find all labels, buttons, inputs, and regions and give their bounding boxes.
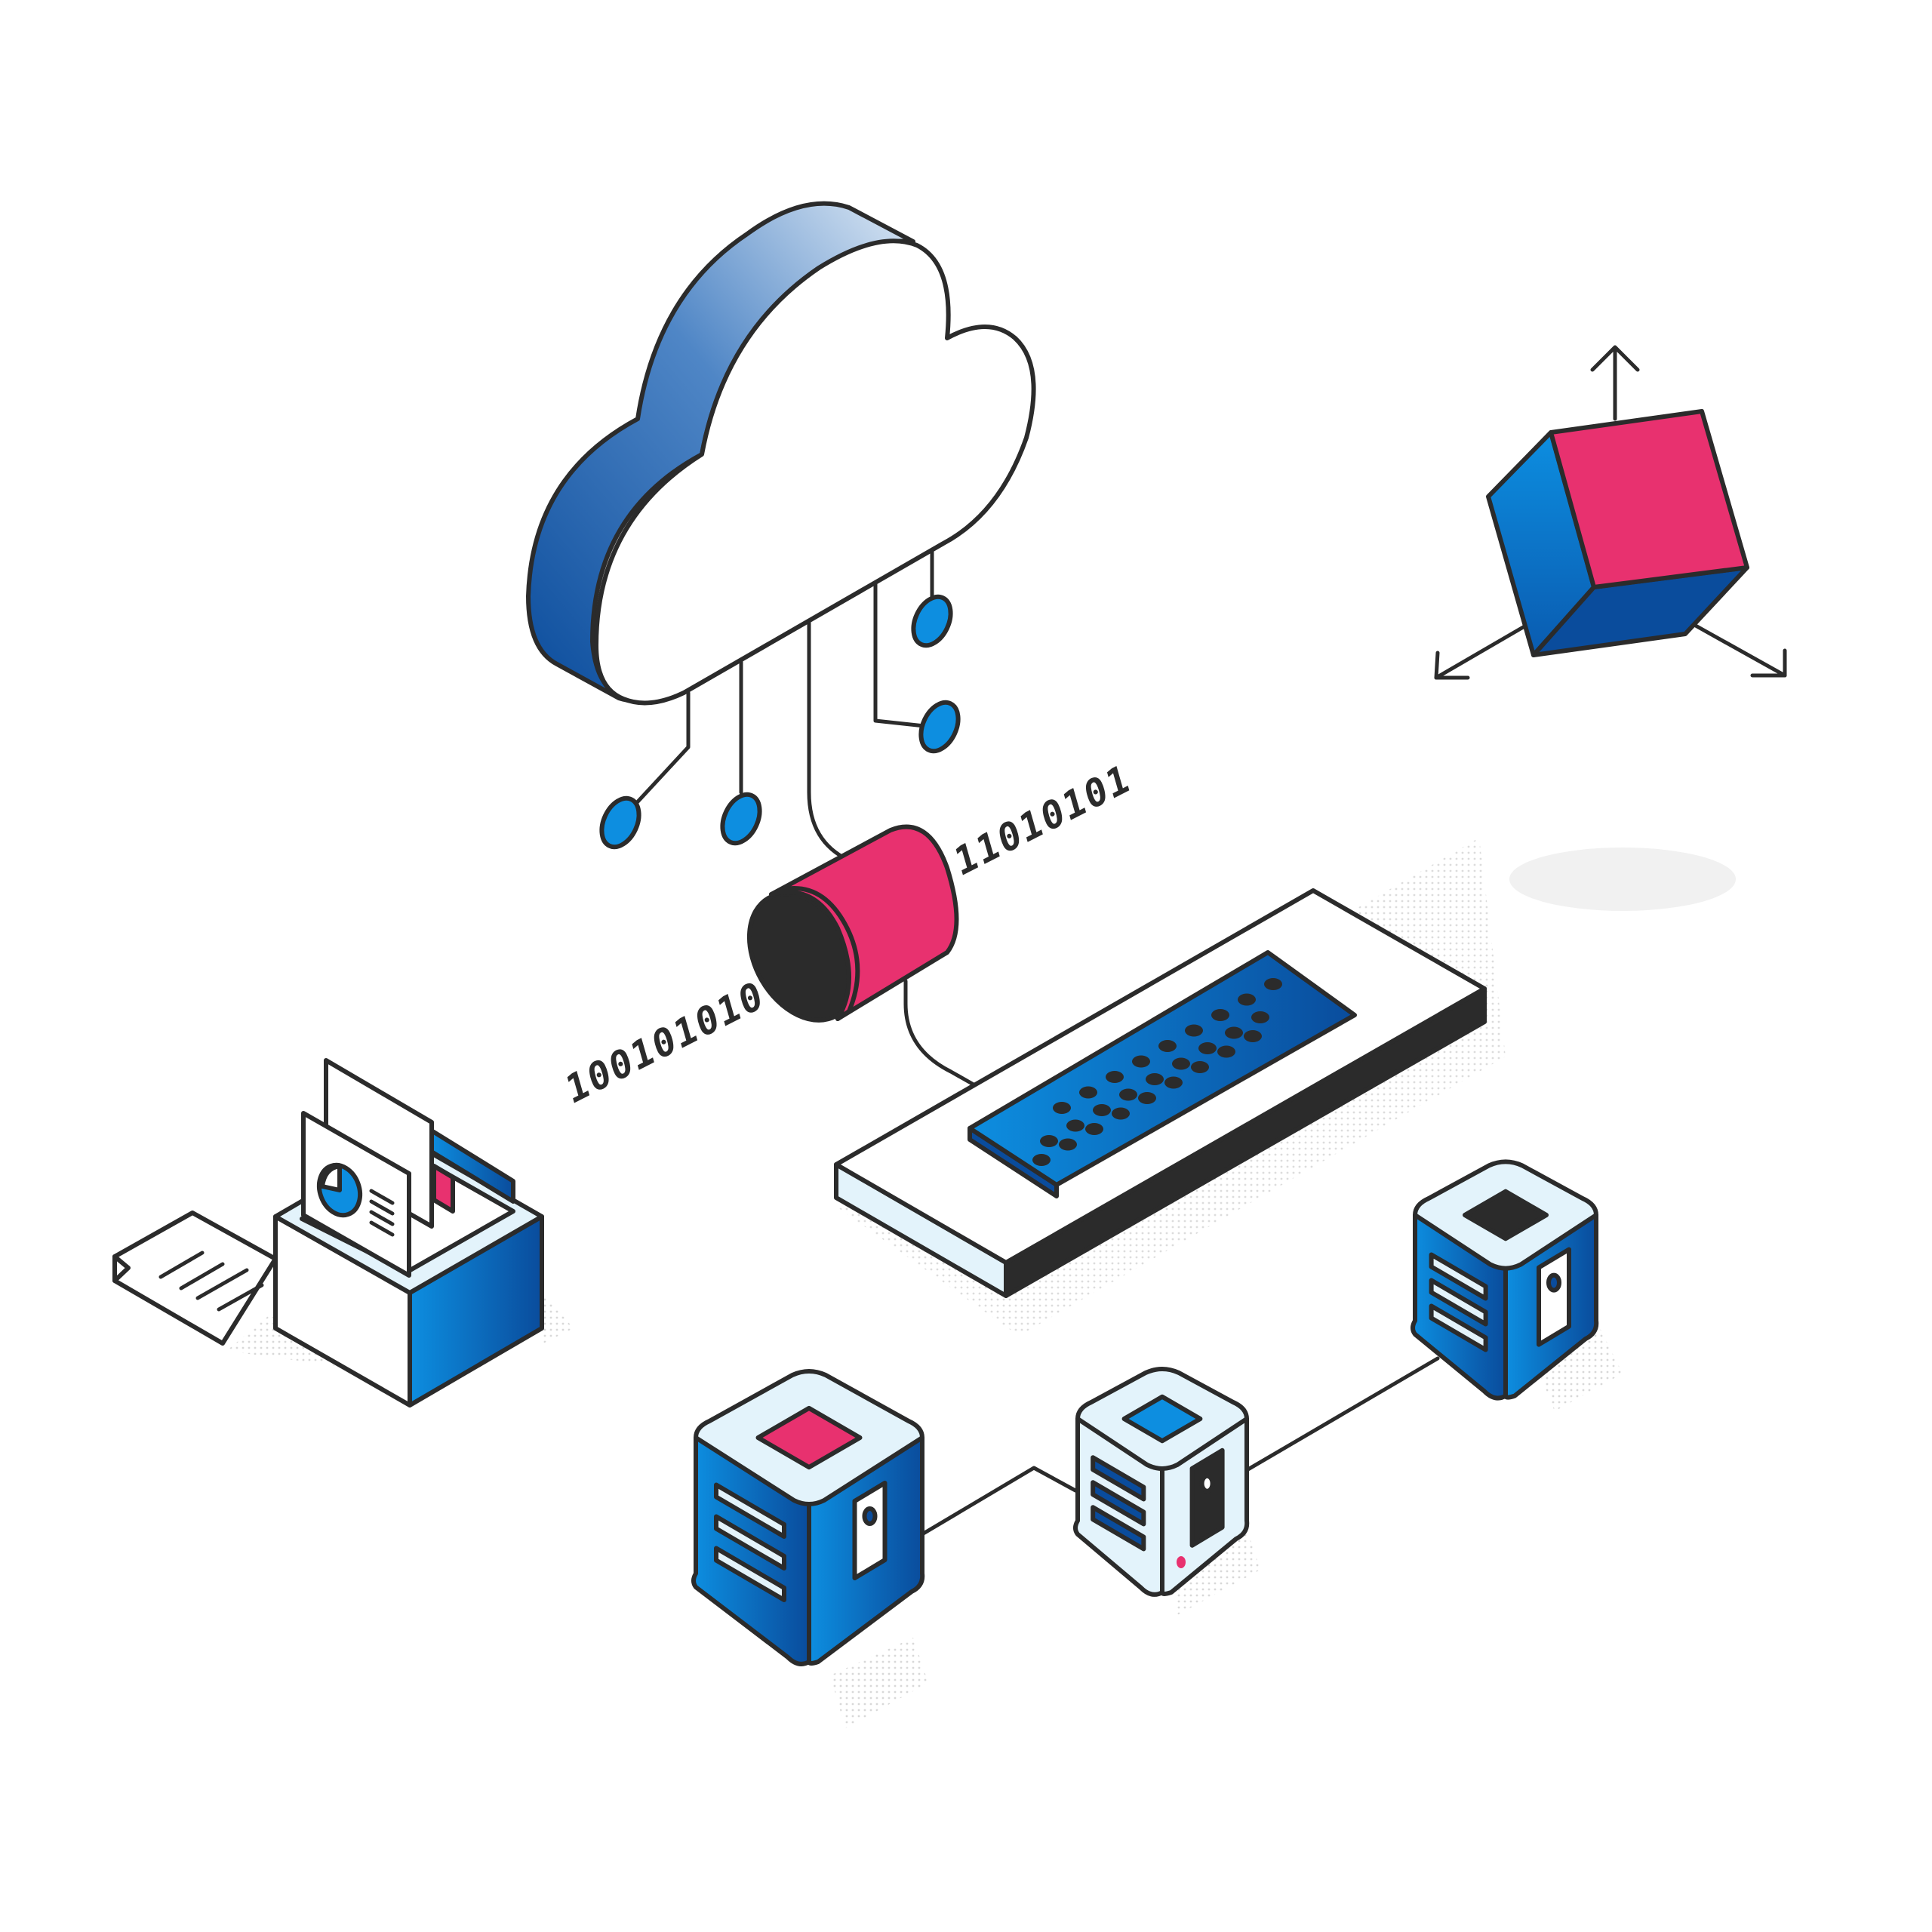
server-icon: [1411, 1159, 1599, 1401]
cylinder-rim: [769, 886, 860, 1021]
axes: [1434, 345, 1787, 680]
server-vent: [714, 1546, 786, 1602]
key: [1172, 1057, 1190, 1070]
key: [1079, 1086, 1097, 1099]
server-vent: [1091, 1480, 1146, 1527]
key: [1164, 1076, 1183, 1089]
key: [1238, 993, 1256, 1006]
key: [1158, 1040, 1177, 1052]
server-top-slot: [1121, 1394, 1203, 1444]
network-node: [599, 795, 641, 850]
network-node: [911, 594, 953, 648]
keys: [1032, 978, 1282, 1166]
key: [1106, 1071, 1124, 1083]
server-indicator: [862, 1506, 878, 1526]
server-door: [1189, 1447, 1225, 1548]
server-vent: [714, 1514, 786, 1571]
network-node: [720, 792, 762, 846]
paper-lines: [158, 1251, 264, 1312]
key: [1244, 1030, 1262, 1042]
server-vent: [1429, 1278, 1488, 1327]
cloud-side: [526, 201, 946, 704]
binary-stream-left: 100101010: [558, 974, 772, 1112]
key: [1112, 1107, 1130, 1120]
key: [1146, 1073, 1164, 1085]
cloud-nodes: [599, 594, 961, 850]
page-lines: [369, 1189, 395, 1237]
server-vent: [1091, 1455, 1146, 1502]
server-vent: [1091, 1505, 1146, 1552]
network-node: [918, 700, 961, 754]
server-indicator: [1199, 1473, 1215, 1494]
cube-top-face: [1549, 409, 1749, 589]
key: [1085, 1123, 1103, 1135]
key: [1185, 1024, 1203, 1037]
server-indicator: [1546, 1272, 1561, 1293]
cloud-front: [594, 238, 1036, 706]
key: [1053, 1102, 1071, 1114]
server-icon: [1073, 1367, 1250, 1597]
key: [1059, 1138, 1077, 1151]
key: [1132, 1055, 1150, 1068]
key: [1040, 1135, 1058, 1147]
key: [1066, 1119, 1084, 1132]
server-vent: [1429, 1252, 1488, 1301]
servers: [691, 1159, 1599, 1666]
server-top-slot: [755, 1405, 863, 1470]
key: [1191, 1061, 1209, 1073]
server-door: [1537, 1247, 1571, 1347]
server-connections: [911, 1356, 1440, 1542]
key-panel: [968, 950, 1357, 1187]
server-vent: [1429, 1303, 1488, 1352]
server-led: [1177, 1555, 1186, 1568]
binary-stream-upper: 11010101: [946, 756, 1139, 883]
key: [1264, 978, 1282, 990]
server-top-slot: [1463, 1189, 1549, 1241]
key: [1138, 1092, 1156, 1104]
key: [1093, 1104, 1111, 1116]
key: [1211, 1009, 1229, 1021]
server-door: [852, 1481, 888, 1580]
key: [1251, 1011, 1269, 1023]
printer-icon: [112, 1058, 544, 1407]
server-icon: [691, 1369, 925, 1666]
key: [1032, 1154, 1051, 1166]
pie-chart-icon: [316, 1162, 363, 1218]
data-cylinder-icon: 0110101010: [746, 824, 976, 1087]
keyboard-icon: [834, 888, 1487, 1298]
cloud-icon: [526, 201, 1036, 863]
key: [1119, 1088, 1137, 1101]
cube-3d-axes-icon: [1434, 345, 1787, 680]
server-vent: [714, 1482, 786, 1539]
key: [1225, 1026, 1243, 1039]
key: [1198, 1042, 1217, 1054]
key: [1217, 1045, 1235, 1058]
